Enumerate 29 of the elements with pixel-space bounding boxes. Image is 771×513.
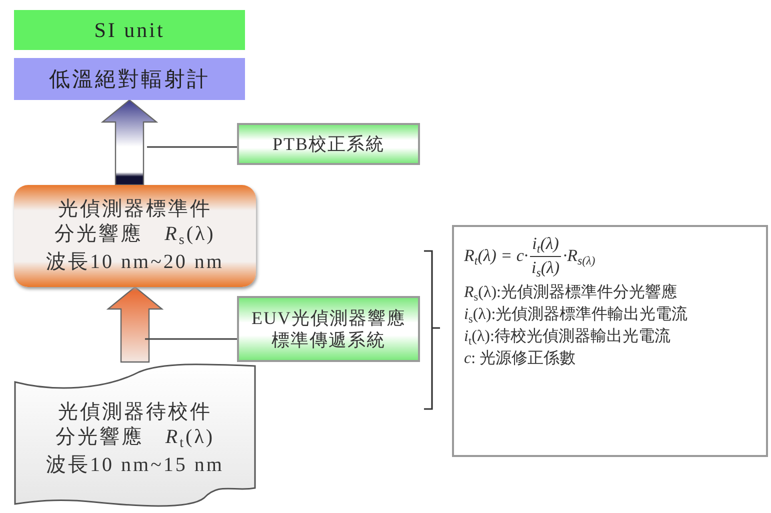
box-text: 光偵測器待校件 (58, 400, 212, 426)
system-box (237, 296, 420, 362)
box-text: PTB校正系統 (272, 132, 384, 156)
box-text: 波長10 nm~20 nm (46, 250, 224, 275)
box-text: 光偵測器標準件 (58, 197, 212, 222)
leader-line (145, 338, 237, 340)
formula-term: ·R$_{s(λ)}$ (562, 245, 596, 269)
formula-term: R$_{t}$(λ) = c· (464, 245, 528, 269)
unit-box (14, 10, 245, 50)
document-shape (14, 362, 256, 508)
box-text: 波長10 nm~15 nm (46, 452, 224, 478)
box-text: 分光響應 R$_{s}$(λ) (54, 222, 216, 250)
box-text: 分光響應 R$_{t}$(λ) (55, 425, 215, 453)
box-text: 低溫絕對輻射計 (49, 66, 210, 92)
fraction-numerator: i$_{t}$(λ) (530, 233, 561, 258)
standard-box (14, 185, 256, 287)
block-arrow (106, 286, 164, 363)
leader-line (147, 146, 237, 148)
fraction-denominator: i$_{s}$(λ) (531, 257, 560, 281)
system-box (237, 123, 420, 165)
definition-text: R$_{s}$(λ):光偵測器標準件分光響應 (464, 282, 678, 305)
definition-text: i$_{s}$(λ):光偵測器標準件輸出光電流 (464, 304, 689, 327)
formula-box (452, 225, 768, 457)
instrument-box (14, 58, 245, 100)
box-text: EUV光偵測器響應標準傳遞系統 (250, 306, 406, 352)
definition-text: i$_{t}$(λ):待校光偵測器輸出光電流 (464, 326, 672, 349)
box-text: SI unit (94, 16, 165, 44)
block-arrow (100, 99, 158, 186)
definition-text: c: 光源修正係數 (464, 348, 577, 369)
